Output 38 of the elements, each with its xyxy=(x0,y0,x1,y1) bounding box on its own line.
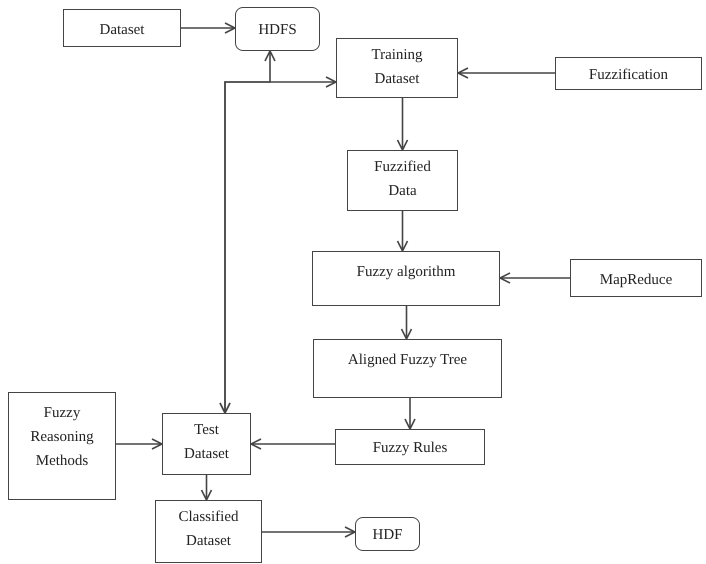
process-box xyxy=(555,57,702,90)
arrow xyxy=(262,526,356,538)
arrow xyxy=(116,438,163,450)
process-box xyxy=(63,9,181,47)
node-label: Fuzzified Data xyxy=(373,158,432,201)
process-box xyxy=(347,150,458,211)
arrow xyxy=(396,211,408,252)
node-label: Dataset xyxy=(100,21,144,40)
arrow xyxy=(181,22,236,34)
node-label: Fuzzy algorithm xyxy=(356,263,456,282)
storage-box xyxy=(235,7,320,51)
process-box xyxy=(8,392,116,500)
arrow xyxy=(499,272,570,284)
arrow xyxy=(396,98,408,151)
process-box xyxy=(335,429,485,465)
process-box xyxy=(570,259,702,297)
arrow xyxy=(404,398,416,430)
node-label: Fuzzy Rules xyxy=(372,439,448,458)
arrow xyxy=(400,306,412,340)
process-box xyxy=(312,251,500,306)
node-label: Test Dataset xyxy=(183,421,230,464)
storage-box xyxy=(355,517,420,551)
node-label: Classified Dataset xyxy=(178,508,240,551)
node-label: Fuzzy Reasoning Methods xyxy=(29,404,95,471)
arrow xyxy=(219,76,337,414)
process-box xyxy=(313,339,502,398)
process-box xyxy=(162,413,251,475)
process-box xyxy=(336,38,458,98)
node-label: HDF xyxy=(372,526,402,545)
arrow xyxy=(457,67,555,79)
node-label: HDFS xyxy=(258,21,297,40)
node-label: MapReduce xyxy=(600,271,672,290)
arrow xyxy=(200,475,212,501)
arrow xyxy=(250,438,335,450)
node-label: Training Dataset xyxy=(370,46,424,89)
node-label: Fuzzification xyxy=(588,66,668,85)
process-box xyxy=(155,500,262,563)
node-label: Aligned Fuzzy Tree xyxy=(348,351,468,370)
